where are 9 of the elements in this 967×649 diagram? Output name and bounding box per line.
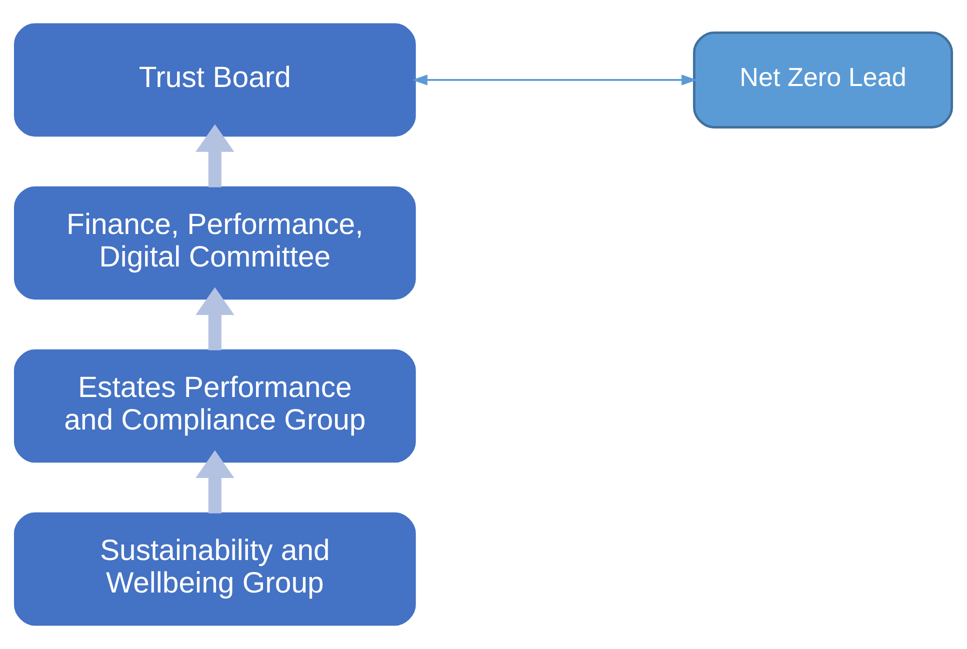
node-box: Finance, Performance, Digital Committee (14, 186, 416, 300)
arrow (196, 287, 234, 350)
node-box: Sustainability and Wellbeing Group (14, 512, 416, 626)
node-box: Estates Performance and Compliance Group (14, 349, 416, 463)
node-box: Net Zero Lead (693, 31, 954, 128)
node-box: Trust Board (14, 23, 416, 137)
arrow (196, 124, 234, 188)
arrow (412, 74, 697, 86)
arrow (196, 450, 234, 514)
